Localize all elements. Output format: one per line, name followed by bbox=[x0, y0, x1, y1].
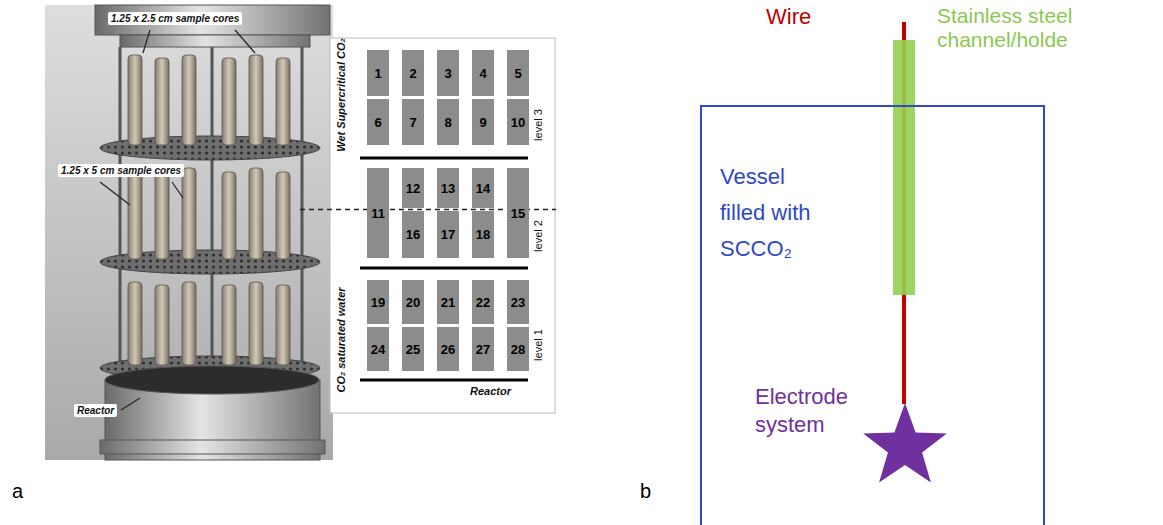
core-slot: 5 bbox=[507, 50, 529, 96]
core-slot: 11 bbox=[367, 168, 389, 258]
core-slot: 26 bbox=[437, 327, 459, 371]
level-label: level 2 bbox=[532, 220, 544, 252]
core-slot: 22 bbox=[472, 280, 494, 324]
callout-number: 12 bbox=[406, 181, 420, 196]
panel-letter: b bbox=[640, 480, 651, 503]
callout-number: 15 bbox=[511, 206, 525, 221]
callout-number: 19 bbox=[371, 295, 385, 310]
core-slot: 7 bbox=[402, 99, 424, 145]
callout-number: 2 bbox=[409, 66, 416, 81]
electrode-label: Electrode system bbox=[755, 383, 873, 439]
callout-number: 1 bbox=[374, 66, 381, 81]
callout-number: 23 bbox=[511, 295, 525, 310]
core-slot: 4 bbox=[472, 50, 494, 96]
callout-number: 6 bbox=[374, 115, 381, 130]
core-slot: 25 bbox=[402, 327, 424, 371]
level-label: level 1 bbox=[532, 329, 544, 361]
callout-number: 18 bbox=[476, 227, 490, 242]
core-slot: 23 bbox=[507, 280, 529, 324]
reactor-label: Reactor bbox=[470, 385, 511, 397]
callout-number: 21 bbox=[441, 295, 455, 310]
holder-label: Stainless steel channel/holde bbox=[937, 4, 1102, 52]
core-slot: 28 bbox=[507, 327, 529, 371]
zone-label: Wet Supercritical CO₂ bbox=[335, 38, 347, 151]
level-label: level 3 bbox=[532, 109, 544, 141]
photo-callout: Reactor bbox=[74, 404, 117, 417]
callout-number: 26 bbox=[441, 342, 455, 357]
vessel-schematic bbox=[863, 22, 947, 483]
core-slot: 20 bbox=[402, 280, 424, 324]
core-slot: 12 bbox=[402, 168, 424, 208]
callout-number: 8 bbox=[444, 115, 451, 130]
callout-number: 5 bbox=[514, 66, 521, 81]
core-slot: 6 bbox=[367, 99, 389, 145]
core-slot: 24 bbox=[367, 327, 389, 371]
core-slot: 10 bbox=[507, 99, 529, 145]
core-slot: 2 bbox=[402, 50, 424, 96]
core-slot: 19 bbox=[367, 280, 389, 324]
vessel-box: Vessel filled with SCCO₂ bbox=[700, 105, 1045, 525]
core-slot: 13 bbox=[437, 168, 459, 208]
core-slot: 1 bbox=[367, 50, 389, 96]
core-slot: 16 bbox=[402, 211, 424, 258]
panel-letter: a bbox=[12, 480, 23, 503]
core-layout-inset bbox=[300, 38, 556, 413]
photo-callout: 1.25 x 2.5 cm sample cores bbox=[108, 12, 242, 25]
core-slot: 21 bbox=[437, 280, 459, 324]
callout-number: 11 bbox=[371, 206, 385, 221]
callout-number: 24 bbox=[371, 342, 385, 357]
callout-number: 25 bbox=[406, 342, 420, 357]
callout-number: 13 bbox=[441, 181, 455, 196]
core-slot: 27 bbox=[472, 327, 494, 371]
callout-number: 27 bbox=[476, 342, 490, 357]
callout-number: 14 bbox=[476, 181, 490, 196]
callout-number: 20 bbox=[406, 295, 420, 310]
core-slot: 15 bbox=[507, 168, 529, 258]
callout-number: 28 bbox=[511, 342, 525, 357]
callout-number: 9 bbox=[479, 115, 486, 130]
callout-number: 7 bbox=[409, 115, 416, 130]
core-slot: 8 bbox=[437, 99, 459, 145]
reactor-photo bbox=[45, 5, 333, 460]
callout-number: 3 bbox=[444, 66, 451, 81]
callout-number: 17 bbox=[441, 227, 455, 242]
vessel-label: Vessel filled with SCCO₂ bbox=[720, 159, 812, 267]
callout-number: 22 bbox=[476, 295, 490, 310]
core-slot: 17 bbox=[437, 211, 459, 258]
callout-number: 10 bbox=[511, 115, 525, 130]
zone-label: CO₂ saturated water bbox=[335, 287, 347, 392]
core-slot: 9 bbox=[472, 99, 494, 145]
core-slot: 14 bbox=[472, 168, 494, 208]
callout-number: 4 bbox=[479, 66, 486, 81]
core-slot: 18 bbox=[472, 211, 494, 258]
callout-number: 16 bbox=[406, 227, 420, 242]
photo-callout: 1.25 x 5 cm sample cores bbox=[58, 164, 184, 177]
wire-label: Wire bbox=[766, 4, 811, 30]
core-slot: 3 bbox=[437, 50, 459, 96]
